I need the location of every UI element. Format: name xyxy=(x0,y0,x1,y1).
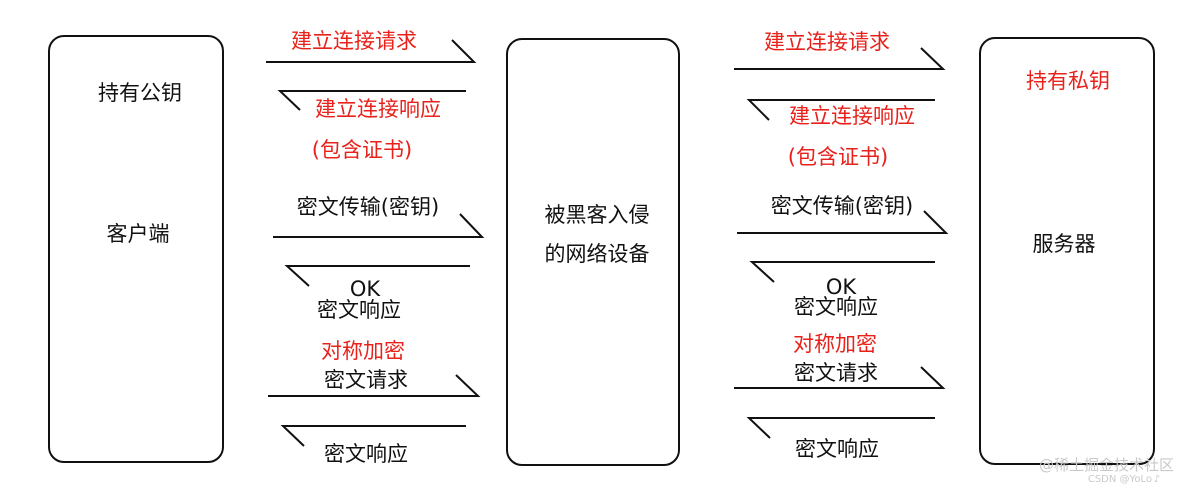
left-connect-response-label: 建立连接响应 xyxy=(315,97,441,121)
arrow-left-connect-response xyxy=(277,90,466,111)
arrow-right-cipher-transfer xyxy=(737,210,949,234)
left-certificate-label: (包含证书) xyxy=(311,138,413,162)
arrow-left-cipher-response xyxy=(280,425,466,447)
right-connect-request-label: 建立连接请求 xyxy=(764,30,890,54)
network-device-box xyxy=(506,38,680,466)
network-device-label-line1: 被黑客入侵 xyxy=(544,203,650,227)
arrow-right-connect-request xyxy=(734,47,946,70)
right-cipher-response-final-label: 密文响应 xyxy=(795,437,879,461)
network-device-label-line2: 的网络设备 xyxy=(544,242,650,266)
right-ok-label: OK xyxy=(825,275,857,299)
arrow-left-cipher-transfer xyxy=(273,213,485,238)
arrow-right-cipher-response xyxy=(746,417,935,439)
right-symmetric-label: 对称加密 xyxy=(793,332,877,356)
left-cipher-response-final-label: 密文响应 xyxy=(324,442,408,466)
client-box xyxy=(48,35,224,463)
server-role-label: 服务器 xyxy=(1032,232,1096,256)
right-cipher-request-label: 密文请求 xyxy=(794,361,878,385)
watermark-text: @稀土掘金技术社区 xyxy=(1038,456,1174,474)
right-certificate-label: (包含证书) xyxy=(787,145,889,169)
left-cipher-request-label: 密文请求 xyxy=(324,368,408,392)
arrow-left-cipher-request xyxy=(268,374,481,397)
left-connect-request-label: 建立连接请求 xyxy=(291,29,417,53)
left-symmetric-label: 对称加密 xyxy=(321,339,405,363)
left-cipher-response-label: 密文响应 xyxy=(317,298,401,322)
server-box xyxy=(979,37,1155,465)
client-role-label: 客户端 xyxy=(106,222,170,246)
left-ok-label: OK xyxy=(349,277,381,301)
watermark-subtext: CSDN @YoLo ♪ xyxy=(1087,474,1160,485)
client-key-label: 持有公钥 xyxy=(98,81,182,105)
arrow-right-ok xyxy=(749,261,935,283)
left-cipher-transfer-label: 密文传输(密钥) xyxy=(296,195,440,219)
arrow-right-cipher-request xyxy=(734,366,946,389)
right-cipher-transfer-label: 密文传输(密钥) xyxy=(770,194,914,218)
right-cipher-response-label: 密文响应 xyxy=(794,295,878,319)
arrow-left-connect-request xyxy=(266,39,477,63)
right-connect-response-label: 建立连接响应 xyxy=(789,104,915,128)
server-key-label: 持有私钥 xyxy=(1026,69,1110,93)
arrow-left-ok xyxy=(284,265,470,287)
arrow-right-connect-response xyxy=(746,99,935,121)
